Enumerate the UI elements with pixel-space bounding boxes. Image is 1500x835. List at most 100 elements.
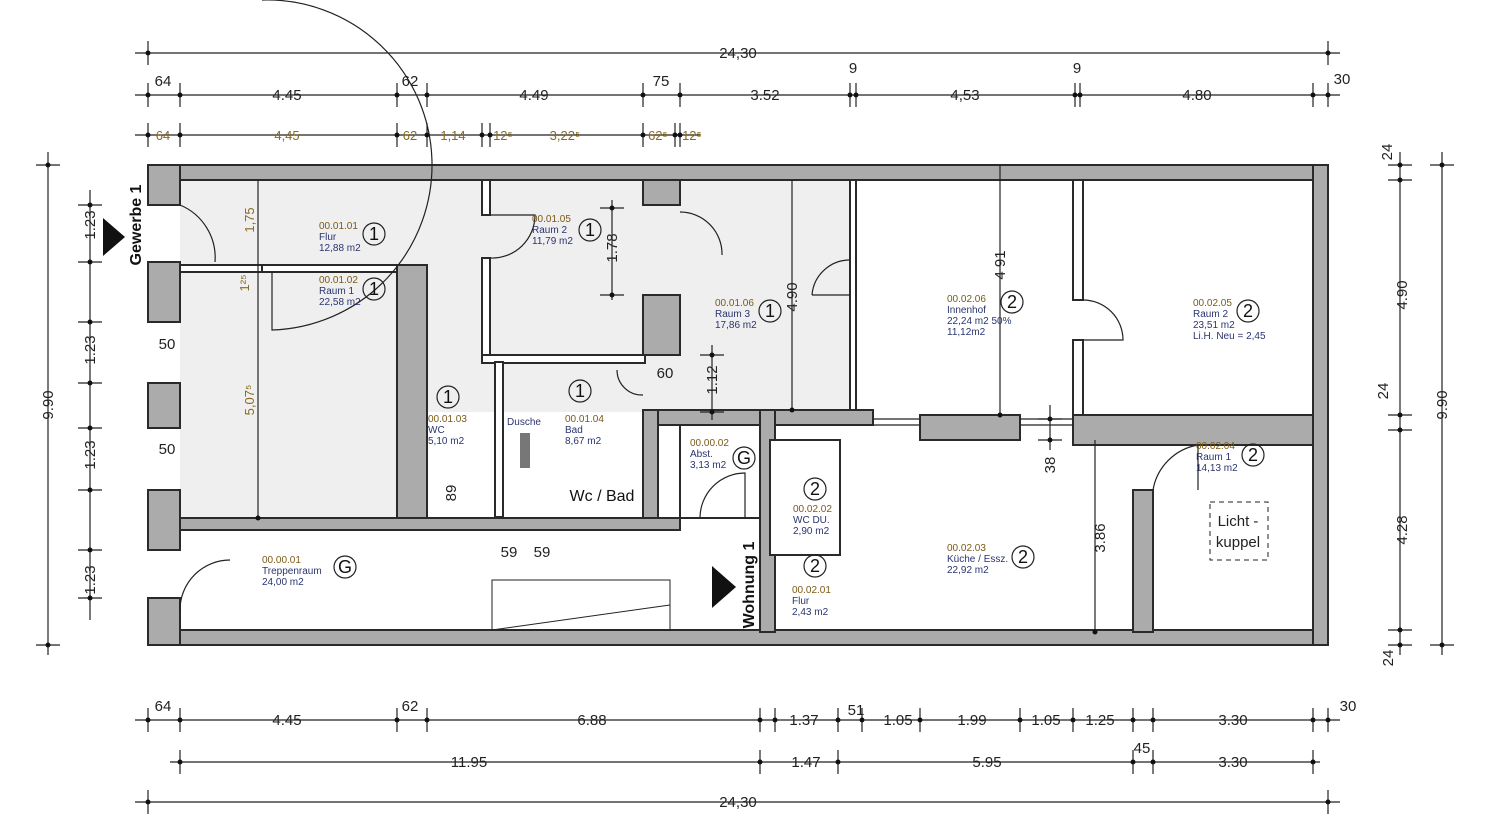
dim-interior: 38	[1042, 457, 1059, 474]
dim-bottom-2: 11.95	[451, 754, 487, 771]
unit-circle	[436, 385, 460, 409]
dim-interior: 60	[657, 365, 674, 382]
room-area: 8,67 m2	[565, 436, 602, 447]
dim-top-detail: 64	[156, 128, 170, 143]
room-area: 2,90 m2	[793, 526, 830, 537]
room-area: 12,88 m2	[319, 243, 361, 254]
dim-right: 24	[1379, 144, 1396, 161]
unit-circle	[1241, 443, 1265, 467]
dim-interior: 1²⁵	[237, 275, 252, 292]
dim-interior: 50	[159, 336, 176, 353]
dim-top: 9	[1073, 60, 1081, 77]
room-area: 24,00 m2	[262, 577, 304, 588]
dim-interior: 59	[501, 544, 518, 561]
room-id: 00.01.06	[715, 298, 754, 309]
room-name: Raum 2	[1193, 309, 1228, 320]
room-name: Flur	[319, 232, 337, 243]
dim-top: 62	[402, 73, 419, 90]
unit-circle	[568, 379, 592, 403]
dim-right: 4.28	[1394, 515, 1411, 544]
dim-bottom-2: 1.47	[791, 754, 820, 771]
room-name: Raum 2	[532, 225, 567, 236]
skylight	[1209, 501, 1269, 561]
dim-right: 4.90	[1394, 280, 1411, 309]
dim-interior: 89	[443, 485, 460, 502]
dim-right: 24	[1380, 650, 1397, 667]
dim-bottom: 64	[155, 698, 172, 715]
dim-bottom-2: 5.95	[972, 754, 1001, 771]
room-id: 00.00.01	[262, 555, 301, 566]
unit-circle	[362, 277, 386, 301]
room-area: 22,58 m2	[319, 297, 361, 308]
room-id: 00.01.04	[565, 414, 604, 425]
dim-bottom: 1.37	[789, 712, 818, 729]
skylight-label: kuppel	[1216, 534, 1260, 551]
room-id: 00.02.05	[1193, 298, 1232, 309]
dim-bottom: 6.88	[577, 712, 606, 729]
room-unit-number: 1	[369, 279, 379, 299]
entrance-arrow-commercial	[103, 218, 125, 256]
room-id: 00.01.05	[532, 214, 571, 225]
unit-circle	[732, 446, 756, 470]
unit-circle	[803, 554, 827, 578]
dim-left: 1.23	[82, 210, 99, 239]
room-name: Küche / Essz.	[947, 554, 1008, 565]
room-unit-number: 2	[1243, 301, 1253, 321]
dim-top-detail: 12⁵	[682, 128, 702, 143]
room-unit-number: G	[338, 557, 352, 577]
dim-top-detail: 12⁵	[493, 128, 513, 143]
room-id: 00.01.01	[319, 221, 358, 232]
dim-top-detail: 62	[403, 128, 417, 143]
room-name: WC	[428, 425, 445, 436]
dim-top-detail: 1,14	[440, 128, 465, 143]
entrance-label-apartment: Wohnung 1	[741, 542, 758, 629]
unit-circle	[1000, 290, 1024, 314]
room-name: Flur	[792, 596, 810, 607]
dimension-lines	[36, 41, 1454, 814]
walls	[147, 164, 1329, 646]
room-name: Raum 3	[715, 309, 750, 320]
dim-left: 1.23	[82, 440, 99, 469]
room-name: Treppenraum	[262, 566, 322, 577]
room-id: 00.02.04	[1196, 441, 1235, 452]
dim-top-total: 24,30	[719, 45, 757, 62]
room-id: 00.02.03	[947, 543, 986, 554]
dim-interior: 4.90	[784, 282, 801, 311]
dim-bottom: 1.25	[1085, 712, 1114, 729]
room-unit-number: G	[737, 448, 751, 468]
room-area: 22,92 m2	[947, 565, 989, 576]
unit-circle	[578, 218, 602, 242]
dim-top: 30	[1334, 71, 1351, 88]
doors	[179, 0, 1199, 611]
dim-right-total: 9.90	[1434, 390, 1451, 419]
room-area: 14,13 m2	[1196, 463, 1238, 474]
room-area: 17,86 m2	[715, 320, 757, 331]
room-unit-number: 2	[1248, 445, 1258, 465]
dim-top-detail: 62⁵	[648, 128, 668, 143]
room-id: 00.02.02	[793, 504, 832, 515]
room-area: 23,51 m2	[1193, 320, 1235, 331]
dim-bottom: 62	[402, 698, 419, 715]
dim-bottom-total: 24,30	[719, 794, 757, 811]
unit-circle	[1011, 545, 1035, 569]
room-name: Innenhof	[947, 305, 986, 316]
unit-1-floor	[180, 180, 850, 518]
room-unit-number: 1	[369, 224, 379, 244]
room-unit-number: 2	[1018, 547, 1028, 567]
dim-top: 4.49	[519, 87, 548, 104]
room-area: 22,24 m2 50%	[947, 316, 1012, 327]
dim-bottom: 1.05	[1031, 712, 1060, 729]
dim-left: 1.23	[82, 565, 99, 594]
room-unit-number: 1	[765, 301, 775, 321]
dim-bottom: 30	[1340, 698, 1357, 715]
entrance-arrow-apartment	[712, 566, 736, 608]
unit-circle	[1236, 299, 1260, 323]
shower-label: Dusche	[507, 417, 541, 428]
dim-top-detail: 4,45	[274, 128, 299, 143]
unit-circle	[333, 555, 357, 579]
room-name: Raum 1	[319, 286, 354, 297]
dim-top: 75	[653, 73, 670, 90]
room-area: 11,79 m2	[532, 236, 573, 247]
